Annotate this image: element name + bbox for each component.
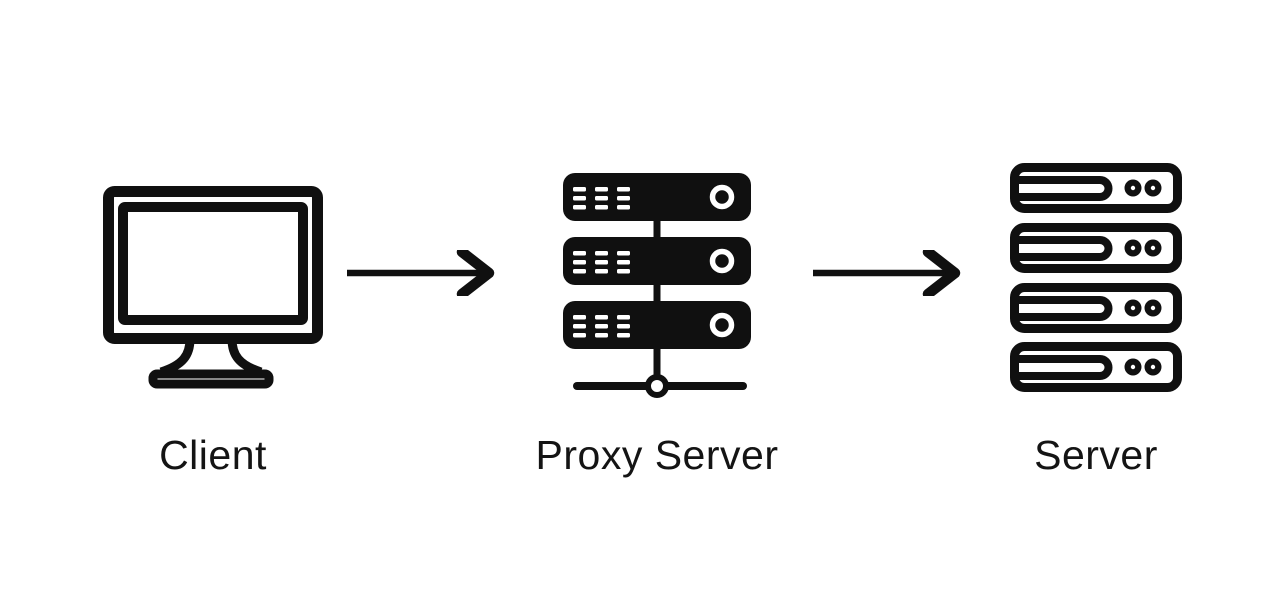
client-label: Client bbox=[159, 432, 267, 478]
proxy-server-icon bbox=[563, 173, 751, 398]
proxy-server-label: Proxy Server bbox=[535, 432, 779, 478]
arrow-right-icon bbox=[347, 250, 495, 296]
arrow-right-icon bbox=[813, 250, 961, 296]
server-label: Server bbox=[1034, 432, 1158, 478]
client-monitor-icon bbox=[103, 186, 323, 389]
server-rack-icon bbox=[1010, 163, 1182, 392]
